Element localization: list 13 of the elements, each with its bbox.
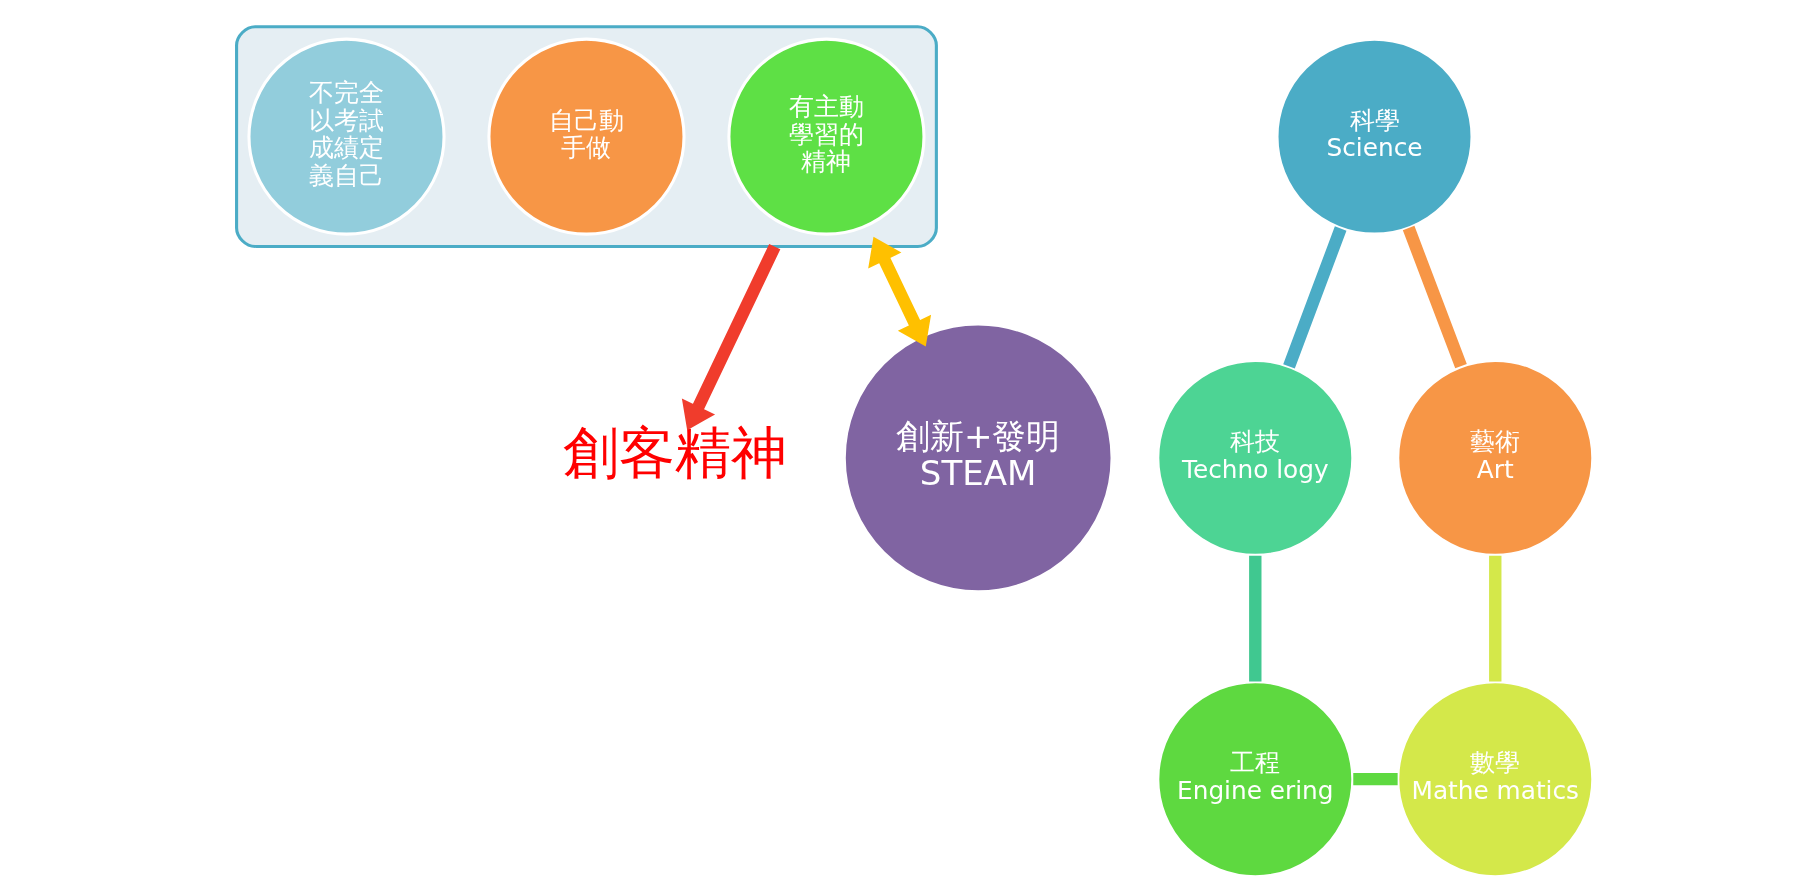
- connector: [1282, 226, 1346, 369]
- connector: [1402, 225, 1467, 369]
- node-circle: 創新+發明 STEAM: [842, 322, 1114, 594]
- cluster: [234, 25, 938, 249]
- connector: [1248, 555, 1261, 682]
- node-text: 創客精神: [562, 419, 787, 485]
- arrow: [867, 236, 931, 347]
- node-circle: 自己動手做: [486, 37, 686, 236]
- arrow: [681, 243, 780, 431]
- connector: [1488, 555, 1501, 682]
- node-circle: 有主動學習的精神: [726, 37, 926, 236]
- node-circle: 不完全以考試成績定義自己: [246, 37, 446, 236]
- connector: [1352, 772, 1398, 786]
